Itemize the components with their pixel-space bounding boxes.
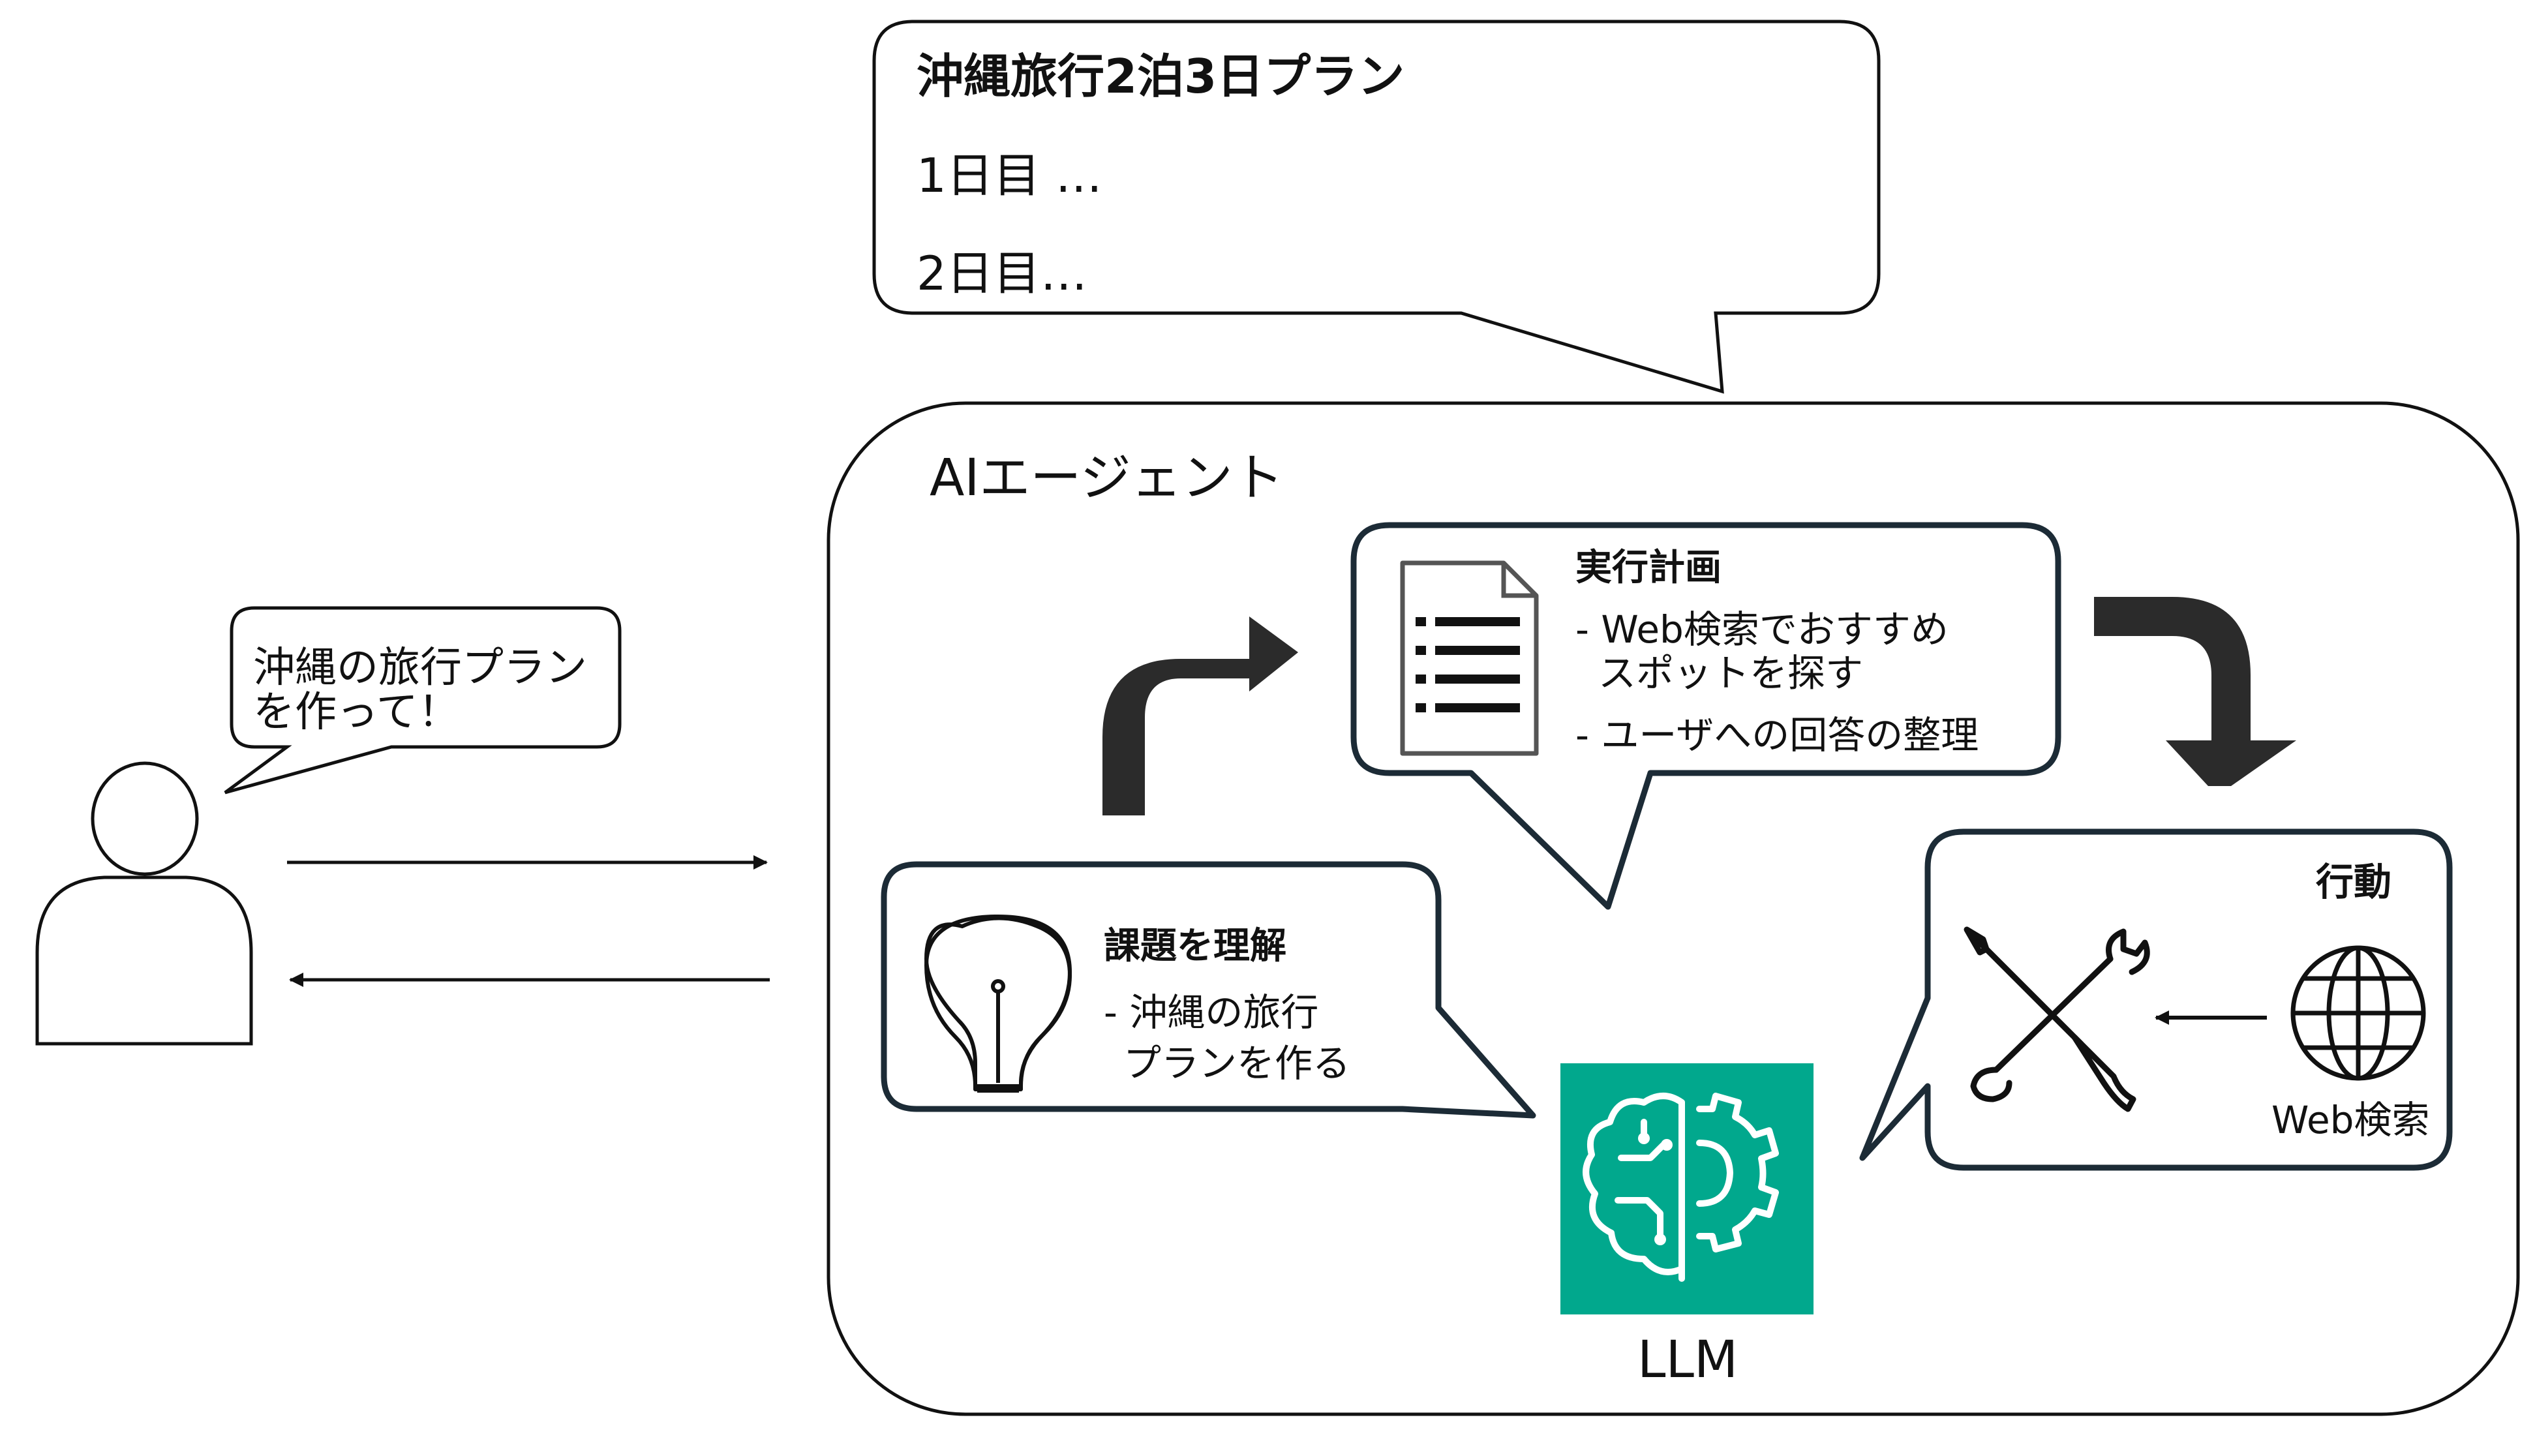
plan-item1-line2: スポットを探す xyxy=(1598,651,1864,695)
action-title: 行動 xyxy=(2316,860,2392,904)
understand-line2: プランを作る xyxy=(1123,1041,1351,1085)
user-speech-line1: 沖縄の旅行プラン xyxy=(253,644,587,692)
globe-icon xyxy=(2290,945,2426,1081)
understand-to-plan-arrow-shape xyxy=(1102,616,1298,815)
llm-icon-background xyxy=(1560,1063,1814,1314)
lightbulb-icon xyxy=(924,915,1072,1093)
plan-to-action-arrow-shape xyxy=(2094,597,2296,786)
user-speech-bubble xyxy=(224,606,622,795)
output-day2: 2日目… xyxy=(917,246,1087,301)
web-search-label: Web検索 xyxy=(2271,1098,2430,1142)
understand-title: 課題を理解 xyxy=(1104,925,1286,967)
understand-line1: - 沖縄の旅行 xyxy=(1104,990,1319,1035)
llm-label: LLM xyxy=(1637,1331,1738,1389)
plan-item2: - ユーザへの回答の整理 xyxy=(1575,713,1979,757)
agent-label: AIエージェント xyxy=(930,449,1284,508)
plan-item1-line1: - Web検索でおすすめ xyxy=(1575,607,1949,652)
output-speech-bubble xyxy=(872,20,1881,394)
user-icon xyxy=(35,761,253,1046)
output-day1: 1日目 … xyxy=(917,148,1102,203)
tools-icon xyxy=(1964,926,2150,1112)
output-title: 沖縄旅行2泊3日プラン xyxy=(917,49,1405,104)
llm-icon xyxy=(1560,1063,1814,1314)
document-icon xyxy=(1400,560,1539,756)
plan-title: 実行計画 xyxy=(1575,547,1722,589)
user-speech-line2: を作って！ xyxy=(253,688,460,736)
